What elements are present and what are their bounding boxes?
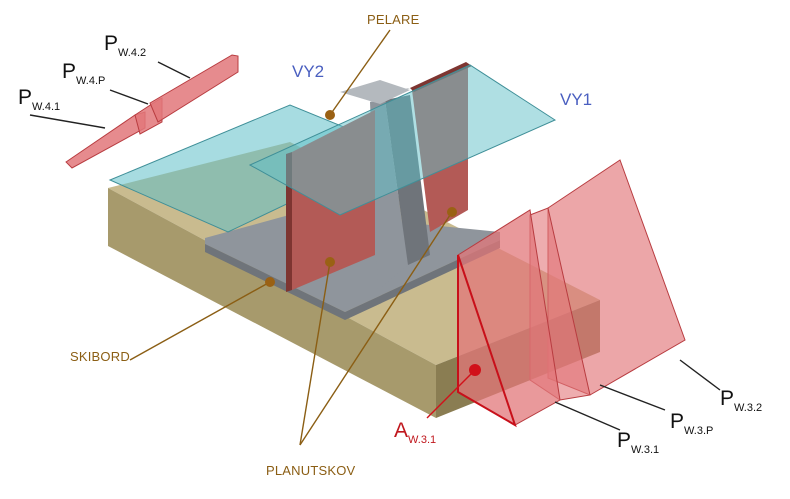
leader-a31 (426, 369, 476, 419)
water-plane-vy1 (248, 64, 557, 216)
label-vy1: VY1 (560, 90, 592, 109)
leader-skibord (129, 281, 271, 361)
label-planutskov: PLANUTSKOV (266, 463, 356, 478)
marker-dots (265, 110, 481, 376)
leader-w4p (109, 89, 149, 105)
leader-w31 (554, 401, 621, 431)
label-p-w41: PW.4.1 (18, 86, 60, 113)
label-p-w4p: PW.4.P (62, 60, 105, 87)
label-p-w31: PW.3.1 (617, 429, 659, 456)
label-p-w42: PW.4.2 (104, 32, 146, 59)
a-w31-dot (469, 364, 481, 376)
label-p-w32: PW.3.2 (720, 387, 762, 414)
prism-w41 (65, 111, 146, 169)
pressure-prisms-right (457, 159, 686, 428)
leader-lines (29, 29, 721, 446)
leader-w32 (679, 359, 721, 391)
planutskov-dot-right (447, 207, 457, 217)
leader-planutskov-2 (299, 211, 453, 446)
label-a-w31: AW.3.1 (394, 419, 436, 446)
prism-w42 (149, 54, 239, 123)
labels: PELARE SKIBORD PLANUTSKOV VY1 VY2 PW.4.1… (18, 12, 762, 478)
prism-w31-highlight (457, 254, 517, 428)
pressure-prisms-left (65, 54, 239, 169)
planutskov-dot-left (325, 257, 335, 267)
leader-pelare (329, 29, 391, 116)
pillar-cap (340, 80, 410, 104)
red-wall-right-top (410, 62, 472, 92)
leader-planutskov-1 (299, 261, 331, 446)
label-p-w3p: PW.3.P (670, 410, 713, 437)
skibord-dot (265, 277, 275, 287)
foundation-front-face (108, 188, 436, 418)
pelare-dot (325, 110, 335, 120)
label-vy2: VY2 (292, 62, 324, 81)
leader-w41 (29, 114, 106, 129)
leader-w42 (157, 61, 191, 79)
leader-w3p (599, 384, 666, 411)
label-pelare: PELARE (367, 12, 420, 27)
label-skibord: SKIBORD (70, 349, 130, 364)
